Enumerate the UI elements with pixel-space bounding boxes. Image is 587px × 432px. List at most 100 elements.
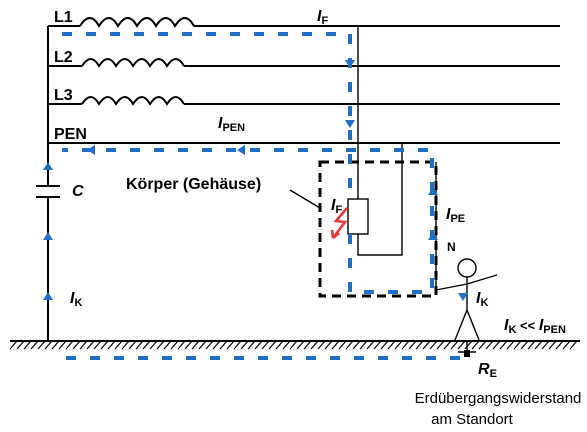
ground (9, 340, 580, 350)
neutral-return (357, 143, 403, 256)
hatch-stroke (149, 340, 158, 350)
hatch-stroke (478, 340, 487, 350)
hatch-stroke (163, 340, 172, 350)
hatch-stroke (205, 340, 214, 350)
label-pen: PEN (54, 126, 87, 143)
hatch-stroke (282, 340, 291, 350)
hatch-stroke (492, 340, 501, 350)
arrowhead-up-1 (428, 187, 438, 195)
load-resistor (347, 198, 369, 235)
hatch-stroke (107, 340, 116, 350)
hatch-stroke (261, 340, 270, 350)
label-i-f-top: IF (317, 8, 328, 27)
hatch-stroke (310, 340, 319, 350)
label-re: RE (478, 361, 497, 380)
hatch-stroke (296, 340, 305, 350)
hatch-stroke (331, 340, 340, 350)
current-flow-paths (58, 32, 460, 360)
hatch-stroke (422, 340, 431, 350)
hatch-stroke (387, 340, 396, 350)
hatch-stroke (142, 340, 151, 350)
hatch-stroke (541, 340, 550, 350)
hatch-stroke (9, 340, 18, 350)
hatch-stroke (562, 340, 571, 350)
hatch-stroke (457, 340, 466, 350)
person-head (457, 258, 477, 278)
label-i-k-left: IK (70, 290, 82, 309)
ground-hatching (9, 340, 578, 350)
current-labels: IF IPEN IF IPE IK IK IK << IPEN (70, 8, 566, 336)
flow-path-l1 (62, 32, 352, 199)
hatch-stroke (226, 340, 235, 350)
caption-line-1: Erdübergangswiderstand (415, 390, 582, 407)
arrowhead-left-2 (237, 145, 245, 155)
arrowhead-down-1 (345, 60, 355, 68)
l3-inductor (81, 96, 185, 106)
hatch-stroke (394, 340, 403, 350)
l1-inductor (79, 17, 195, 28)
arrowhead-up-2 (428, 232, 438, 240)
label-l2: L2 (54, 49, 73, 66)
hatch-stroke (485, 340, 494, 350)
flow-arrowheads (43, 60, 468, 301)
hatch-stroke (156, 340, 165, 350)
fault-arc-head (330, 229, 340, 239)
hatch-stroke (338, 340, 347, 350)
hatch-stroke (135, 340, 144, 350)
hatch-stroke (212, 340, 221, 350)
hatch-stroke (534, 340, 543, 350)
label-body: Körper (Gehäuse) (126, 176, 261, 193)
hatch-stroke (499, 340, 508, 350)
fault-arc (331, 207, 348, 239)
hatch-stroke (16, 340, 25, 350)
hatch-stroke (51, 340, 60, 350)
hatch-stroke (513, 340, 522, 350)
hatch-stroke (443, 340, 452, 350)
hatch-stroke (72, 340, 81, 350)
left-bus (36, 26, 60, 340)
caption-line-2: am Standort (431, 411, 514, 428)
hatch-stroke (37, 340, 46, 350)
line-labels: L1 L2 L3 PEN (54, 9, 87, 143)
arrowhead-up-left-2 (43, 232, 53, 240)
hatch-stroke (555, 340, 564, 350)
hatch-stroke (527, 340, 536, 350)
hatch-stroke (268, 340, 277, 350)
hatch-stroke (233, 340, 242, 350)
l2-inductor (81, 58, 185, 68)
hatch-stroke (191, 340, 200, 350)
hatch-stroke (352, 340, 361, 350)
hatch-stroke (114, 340, 123, 350)
consumer-wiring (318, 26, 438, 298)
hatch-stroke (415, 340, 424, 350)
hatch-stroke (303, 340, 312, 350)
label-i-pen: IPEN (218, 115, 245, 134)
hatch-stroke (86, 340, 95, 350)
hatch-stroke (436, 340, 445, 350)
hatch-stroke (359, 340, 368, 350)
hatch-stroke (275, 340, 284, 350)
body-label-leader (289, 189, 321, 209)
hatch-stroke (464, 340, 473, 350)
hatch-stroke (254, 340, 263, 350)
hatch-stroke (345, 340, 354, 350)
hatch-stroke (506, 340, 515, 350)
label-l3: L3 (54, 87, 73, 104)
hatch-stroke (79, 340, 88, 350)
hatch-stroke (121, 340, 130, 350)
hatch-stroke (198, 340, 207, 350)
arrowhead-person-down (458, 293, 468, 301)
hatch-stroke (100, 340, 109, 350)
label-capacitor: C (72, 183, 84, 200)
hatch-stroke (247, 340, 256, 350)
hatch-stroke (170, 340, 179, 350)
hatch-stroke (520, 340, 529, 350)
arrowhead-up-left-3 (43, 292, 53, 300)
label-n: N (447, 240, 456, 254)
label-ik-relation: IK << IPEN (504, 317, 566, 336)
label-l1: L1 (54, 9, 73, 26)
hatch-stroke (240, 340, 249, 350)
hatch-stroke (317, 340, 326, 350)
hatch-stroke (380, 340, 389, 350)
